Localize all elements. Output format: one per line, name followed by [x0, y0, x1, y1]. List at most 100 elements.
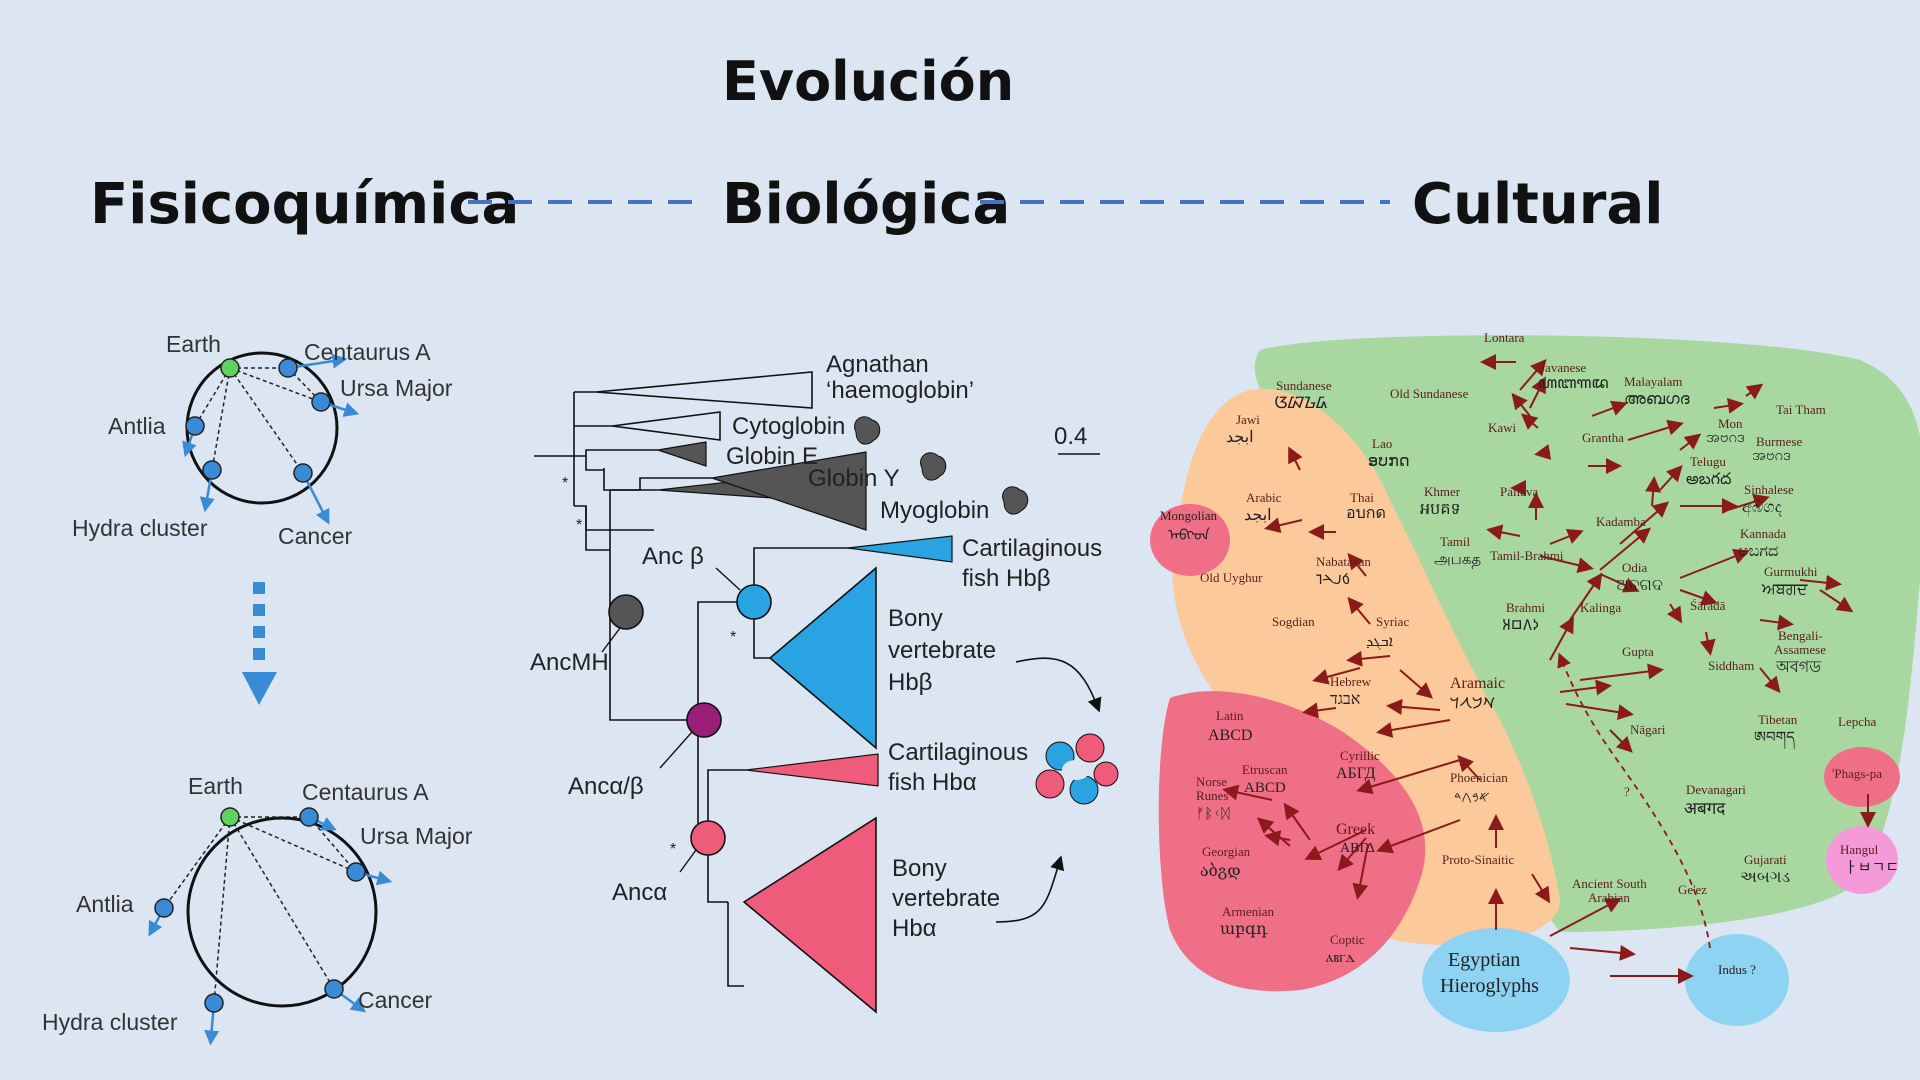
- label-phags-pa: 'Phags-pa: [1832, 766, 1882, 781]
- wedge-globin-e: [657, 441, 707, 467]
- label-scale: 0.4: [1054, 423, 1087, 450]
- label-ursa-major: Ursa Major: [340, 375, 453, 401]
- label-etruscan: Etruscan: [1242, 762, 1288, 777]
- glyphs-gujarati: અબગડ: [1740, 869, 1790, 886]
- node-anca: [690, 820, 726, 856]
- label-proto-sinaitic: Proto-Sinaitic: [1442, 852, 1514, 867]
- label-burmese: Burmese: [1756, 434, 1802, 449]
- label-lontara: Lontara: [1484, 330, 1525, 345]
- label-tai-tham: Tai Tham: [1776, 402, 1826, 417]
- bootstrap-star: *: [576, 517, 582, 534]
- label-cart-fish: Cartilaginous: [962, 535, 1102, 562]
- glyphs-hangul: ㅏㅂㄱㄷ: [1844, 859, 1899, 876]
- cosmos-small: Earth Centaurus A Ursa Major Antlia Hydr…: [72, 331, 453, 549]
- glyphs-hebrew: אבגד: [1330, 691, 1361, 708]
- label-gujarati: Gujarati: [1744, 852, 1787, 867]
- expansion-arrow: [242, 582, 277, 705]
- heme-icon: [854, 416, 881, 445]
- label-ancmh: AncMH: [530, 649, 609, 676]
- derivation-arrows: [1222, 354, 1876, 984]
- node-ancmh: [608, 594, 644, 630]
- glyphs-aramaic: 𐡀𐡁𐡂𐡃: [1450, 696, 1495, 712]
- glyphs-georgian: აბგდ: [1200, 862, 1241, 880]
- label-hebrew: Hebrew: [1330, 674, 1372, 689]
- label-cart-fish-2: Cartilaginous: [888, 739, 1028, 766]
- label-javanese: Javanese: [1540, 360, 1586, 375]
- orbit-circle-large: [186, 816, 378, 1008]
- glyphs-khmer: អបគទ: [1420, 501, 1461, 518]
- label-thai: Thai: [1350, 490, 1374, 505]
- glyphs-thai: อบกด: [1346, 505, 1386, 522]
- glyphs-malayalam: അബഗദ: [1624, 391, 1690, 408]
- label-pallava: Pallava: [1500, 484, 1538, 499]
- glyphs-burmese: အဗဂဒ: [1752, 448, 1791, 464]
- label-jawi: Jawi: [1236, 412, 1260, 427]
- label-hieroglyphs: Hieroglyphs: [1440, 975, 1539, 997]
- glyphs-arabic: ابجد: [1244, 507, 1272, 524]
- glyphs-sundanese: ᮃᮘᮌᮓ: [1274, 395, 1328, 412]
- label-mongolian: Mongolian: [1160, 508, 1218, 523]
- wedge-bony-hbb: [768, 566, 877, 750]
- label-sundanese: Sundanese: [1276, 378, 1332, 393]
- glyphs-latin: ABCD: [1208, 727, 1252, 744]
- glyphs-tamil: அபகத: [1434, 552, 1481, 568]
- glyphs-odia: ଅବଗଦ: [1616, 577, 1663, 594]
- label-norse: Norse: [1196, 774, 1227, 789]
- wedge-bony-hba: [742, 816, 877, 1014]
- label-gurmukhi: Gurmukhi: [1764, 564, 1818, 579]
- label-hba: Hbα: [892, 915, 937, 942]
- label-old-sundanese: Old Sundanese: [1390, 386, 1469, 401]
- glyphs-lao: ອບກດ: [1368, 453, 1410, 470]
- label-georgian: Georgian: [1202, 844, 1251, 859]
- label-gupta: Gupta: [1622, 644, 1654, 659]
- glyphs-nabataean: 𐢁𐢃𐢄𐢅: [1316, 572, 1350, 588]
- label-kalinga: Kalinga: [1580, 600, 1621, 615]
- label-hbb: Hbβ: [888, 669, 932, 696]
- region-egyptian: [1422, 928, 1570, 1032]
- label-sogdian: Sogdian: [1272, 614, 1315, 629]
- label-anc-b: Anc β: [642, 543, 704, 570]
- earth-dot: [220, 358, 240, 378]
- label-centaurus-2: Centaurus A: [302, 779, 429, 805]
- label-greek: Greek: [1336, 821, 1375, 838]
- glyphs-mongolian: ᠠᠪᠭᠳ: [1168, 527, 1210, 544]
- label-armenian: Armenian: [1222, 904, 1274, 919]
- label-brahmi: Brahmi: [1506, 600, 1545, 615]
- cosmos-diagram: Earth Centaurus A Ursa Major Antlia Hydr…: [42, 331, 473, 1046]
- label-antlia-2: Antlia: [76, 891, 134, 917]
- label-lepcha: Lepcha: [1838, 714, 1876, 729]
- label-syriac: Syriac: [1376, 614, 1409, 629]
- label-bengali: Bengali-: [1778, 628, 1823, 643]
- label-cancer-2: Cancer: [358, 987, 432, 1013]
- glyphs-phoenician: 𐤀𐤁𐤂𐤃: [1454, 790, 1490, 806]
- label-mon: Mon: [1718, 416, 1743, 431]
- glyphs-coptic: ⲁⲃⲅⲇ: [1326, 950, 1355, 966]
- node-ancb: [736, 584, 772, 620]
- label-egyptian: Egyptian: [1448, 949, 1520, 971]
- label-nagari: Nāgari: [1630, 722, 1666, 737]
- indus-brahmi-dashed-arrow: [1557, 652, 1711, 949]
- label-kannada: Kannada: [1740, 526, 1786, 541]
- label-old-uyghur: Old Uyghur: [1200, 570, 1263, 585]
- glyphs-javanese: ꦲꦧꦒꦢ: [1538, 375, 1608, 392]
- label-cyrillic: Cyrillic: [1340, 748, 1380, 763]
- label-myoglobin: Myoglobin: [880, 497, 989, 524]
- node-ancab: [686, 702, 722, 738]
- label-globin-e: Globin E: [726, 443, 818, 470]
- glyphs-cyrillic: АБГД: [1336, 765, 1376, 782]
- globin-phylogeny: Agnathan ‘haemoglobin’ Cytoglobin Globin…: [530, 351, 1119, 1014]
- label-ursa-major-2: Ursa Major: [360, 823, 473, 849]
- label-nabataean: Nabataean: [1316, 554, 1371, 569]
- wedge-cart-hbb: [847, 535, 953, 563]
- label-assamese: Assamese: [1774, 642, 1826, 657]
- label-fish-hbb: fish Hbβ: [962, 565, 1051, 592]
- label-hangul: Hangul: [1840, 842, 1879, 857]
- label-kawi: Kawi: [1488, 420, 1517, 435]
- label-lao: Lao: [1372, 436, 1392, 451]
- glyphs-bengali: অবগড: [1775, 659, 1821, 676]
- label-vertebrate: vertebrate: [888, 637, 996, 664]
- glyphs-armenian: աբգդ: [1220, 921, 1268, 938]
- wedge-cytoglobin: [611, 411, 721, 441]
- arrow-down-icon: [242, 672, 277, 705]
- label-siddham: Siddham: [1708, 658, 1754, 673]
